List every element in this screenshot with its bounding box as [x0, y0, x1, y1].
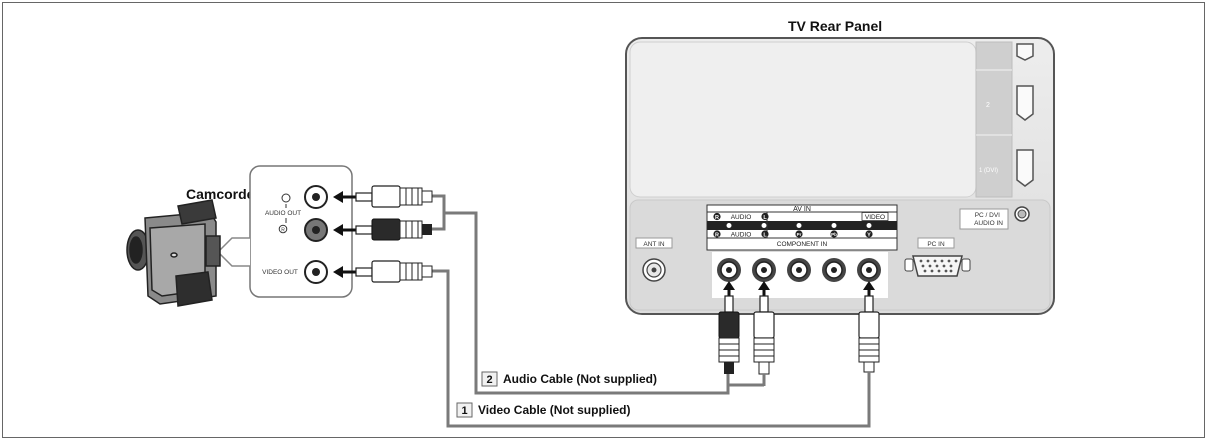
video-out-label: VIDEO OUT [262, 269, 298, 276]
hdmi-port-1 [1016, 149, 1034, 187]
av-in-dots [726, 223, 872, 228]
camcorder-device [126, 199, 221, 307]
y-marker [865, 230, 873, 238]
audio-out-r-letter: R [281, 228, 285, 234]
video-label: VIDEO [865, 214, 885, 221]
pb-marker [830, 230, 838, 238]
audio-out-label: AUDIO OUT [265, 210, 301, 217]
audio-plug-r [718, 295, 740, 374]
component-in-label: COMPONENT IN [777, 241, 828, 248]
pc-dvi-audio-label-2: AUDIO IN [974, 220, 1003, 227]
camcorder-label: Camcorder [186, 186, 260, 202]
audio-cable-label: 2 Audio Cable (Not supplied) [481, 371, 657, 387]
pc-dvi-audio-label-1: PC / DVI [975, 212, 1000, 219]
audio-cable-text: Audio Cable (Not supplied) [503, 372, 657, 386]
y-label: Y [867, 233, 871, 239]
hdmi-port-2 [1016, 85, 1034, 121]
camcorder-audio-l-jack [304, 185, 328, 209]
video-plug-tv [858, 295, 880, 373]
audio-out-r-marker [278, 224, 288, 234]
video-cable-text: Video Cable (Not supplied) [478, 403, 630, 417]
tv-video-y-jack [857, 258, 881, 282]
video-cable-label: 1 Video Cable (Not supplied) [456, 402, 630, 418]
ant-in-label-box [635, 237, 673, 249]
pr-label: Pr [797, 232, 802, 237]
tv-pr-jack [787, 258, 811, 282]
camcorder-plug-video [355, 260, 433, 283]
pc-in-label-box [917, 237, 955, 249]
tv-pb-jack [822, 258, 846, 282]
av-in-label: AV IN [793, 206, 811, 213]
pc-dvi-audio-label-box [959, 208, 1009, 230]
ant-in-label: ANT IN [643, 241, 664, 248]
video-label-box [861, 212, 889, 221]
hdmi-2-label: 2 [986, 102, 990, 109]
camcorder-plug-audio-dark [355, 218, 432, 241]
audio-r-letter-2: R [715, 233, 719, 239]
pc-dvi-audio-in-jack [1014, 206, 1030, 222]
tv-audio-l-jack [752, 258, 776, 282]
tv-plug-arrows [723, 281, 875, 300]
audio-l-letter-2: L [763, 233, 767, 239]
audio-l-marker-2 [761, 230, 769, 238]
camcorder-video-out-jack [304, 260, 328, 284]
camcorder-plug-audio-white [355, 185, 433, 208]
audio-cable-number: 2 [486, 374, 492, 386]
audio-label-1: AUDIO [731, 214, 752, 221]
audio-l-marker-1 [761, 212, 769, 221]
camcorder-indicator-circle [281, 193, 291, 203]
tv-audio-r-jack [717, 258, 741, 282]
camcorder-callout-arrow [216, 237, 250, 267]
pb-label: Pb [831, 232, 837, 237]
camcorder-audio-r-jack [304, 218, 328, 242]
tv-rear-panel-title: TV Rear Panel [788, 18, 883, 34]
cable-lines [431, 194, 871, 428]
pc-in-label: PC IN [927, 241, 945, 248]
audio-r-marker-1 [713, 212, 721, 221]
audio-r-letter-1: R [715, 215, 719, 221]
audio-l-letter-1: L [763, 215, 767, 221]
hdmi-port-top [1016, 43, 1034, 61]
ant-in-jack [642, 258, 666, 282]
pr-marker [795, 230, 803, 238]
hdmi-1-dvi-label: 1 (DVI) [979, 168, 998, 174]
camcorder-plug-arrows [333, 191, 356, 278]
pc-in-vga-port [904, 255, 971, 277]
audio-label-2: AUDIO [731, 232, 752, 239]
audio-plug-l [753, 295, 775, 375]
audio-r-marker-2 [713, 230, 721, 238]
video-cable-number: 1 [461, 405, 467, 417]
